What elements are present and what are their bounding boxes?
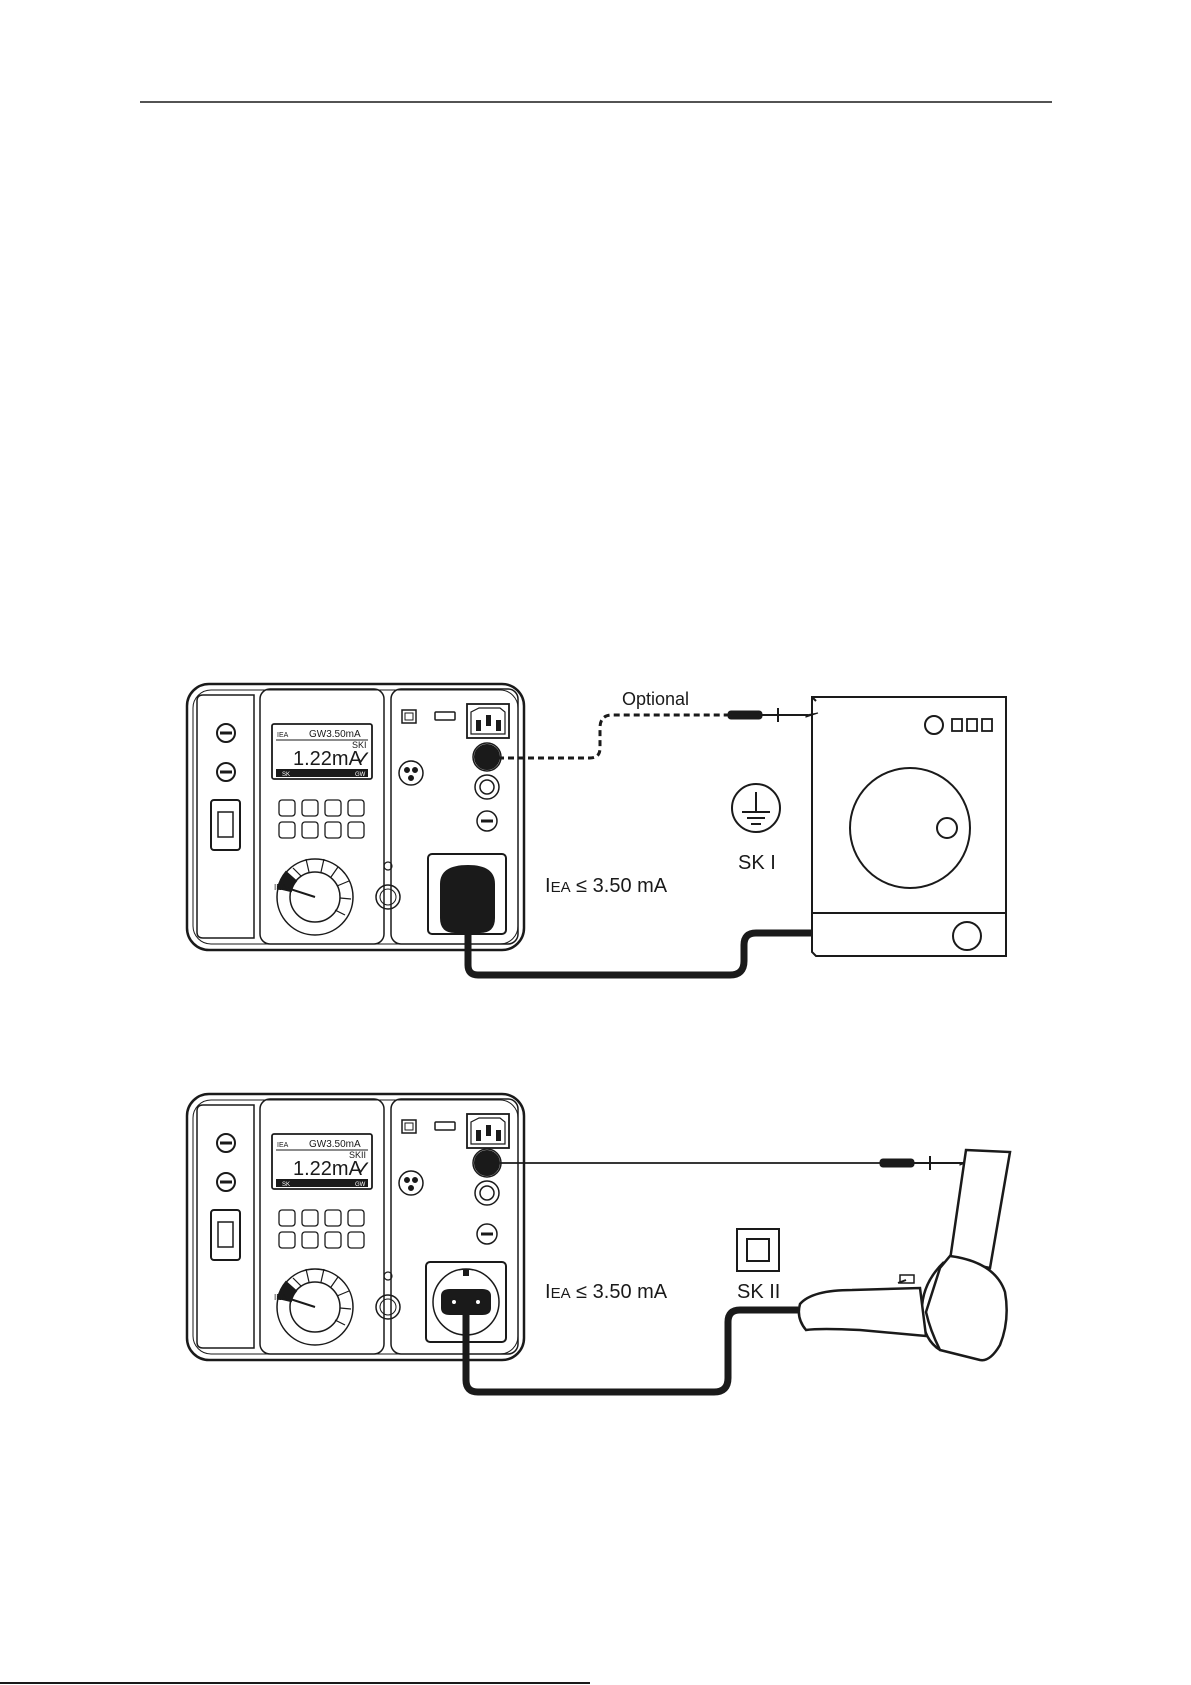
display-limit: GW3.50mA xyxy=(309,1139,361,1150)
display-iea-label: IEA xyxy=(277,732,289,739)
display-softkey-gw: GW xyxy=(355,772,366,778)
class-label-sk1: SK I xyxy=(738,852,776,874)
formula-iea-limit: IEA ≤ 3.50 mA xyxy=(545,1281,668,1303)
appliance-class1 xyxy=(812,697,1006,956)
display-reading: 1.22mA xyxy=(293,1158,363,1180)
keypad xyxy=(279,800,364,838)
keypad xyxy=(279,1210,364,1248)
optional-label: Optional xyxy=(622,689,689,709)
rotary-dial xyxy=(277,859,353,935)
power-cable xyxy=(468,930,812,975)
iec-inlet xyxy=(467,1114,509,1148)
display-softkey-gw: GW xyxy=(355,1182,366,1188)
iec-inlet xyxy=(467,704,509,738)
screw-icon xyxy=(217,724,235,781)
rotary-dial xyxy=(277,1269,353,1345)
tester-device xyxy=(187,1094,524,1360)
diagram-sk1: IEA GW3.50mA SKI 1.22mA ✓ SK GW IEA Opti… xyxy=(187,684,1006,975)
probe-lead xyxy=(500,1156,970,1170)
display-softkey-sk: SK xyxy=(282,772,290,778)
power-switch xyxy=(211,800,240,850)
power-switch xyxy=(211,1210,240,1260)
check-icon: ✓ xyxy=(355,748,372,770)
display-softkey-sk: SK xyxy=(282,1182,290,1188)
dial-iea-label: IEA xyxy=(274,1293,288,1302)
screw-icon xyxy=(217,1134,235,1191)
display-limit: GW3.50mA xyxy=(309,729,361,740)
display-reading: 1.22mA xyxy=(293,748,363,770)
double-insulation-icon xyxy=(737,1229,779,1271)
hair-dryer-icon xyxy=(799,1150,1010,1360)
display-iea-label: IEA xyxy=(277,1142,289,1149)
dial-iea-label: IEA xyxy=(274,883,288,892)
probe-lead-dashed xyxy=(498,708,818,758)
tester-device xyxy=(187,684,524,950)
formula-iea-limit: IEA ≤ 3.50 mA xyxy=(545,875,668,897)
check-icon: ✓ xyxy=(355,1158,372,1180)
class-label-sk2: SK II xyxy=(737,1281,780,1303)
protective-earth-icon xyxy=(732,784,780,832)
diagram-sk2: IEA GW3.50mA SKII 1.22mA ✓ SK GW IEA IEA… xyxy=(187,1094,1010,1392)
